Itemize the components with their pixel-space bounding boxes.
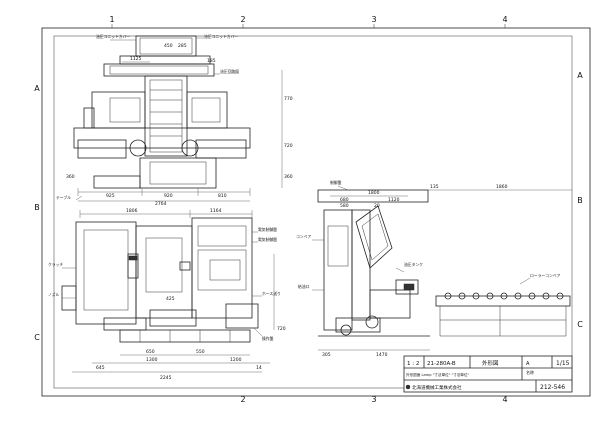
top-callout-3: 油圧回路図	[220, 69, 239, 74]
top-dim-285: 285	[178, 43, 187, 49]
side-callout-2: コンベア	[296, 234, 311, 239]
front-dim-1806: 1806	[126, 208, 138, 214]
title-company: 北海道機械工業株式会社	[412, 384, 462, 391]
top-dim-185: 185	[207, 58, 216, 64]
side-dim-1860: 1860	[496, 184, 508, 190]
front-dim-1164: 1164	[210, 208, 222, 214]
top-dim-810: 810	[218, 193, 227, 199]
top-dim-2764: 2764	[155, 201, 167, 207]
col-label-3-bottom: 3	[371, 395, 376, 404]
row-label-b-right: B	[577, 196, 583, 205]
top-dim-770: 770	[284, 96, 293, 102]
title-scale: 1 : 2	[407, 361, 419, 367]
title-drawing-no: 21-280A-B	[427, 361, 456, 367]
front-callout-3: ホース送り	[262, 291, 281, 296]
row-label-a: A	[34, 84, 40, 93]
top-callout-1: 油圧ユニットカバー	[96, 34, 130, 39]
title-footer-text: 外形図面 Lamp "寸法単位" "寸法単位"	[406, 372, 469, 377]
conveyor-callout: ローラーコンベア	[530, 273, 561, 278]
front-dim-425: 425	[166, 296, 175, 302]
front-dim-2245: 2245	[160, 375, 172, 381]
side-dim-580: 580	[340, 203, 349, 209]
title-name: 外形図	[482, 359, 499, 367]
front-view: 1806 1164 650 550 1300 1200 645 2245 14 …	[48, 208, 286, 381]
title-sheet: 1/15	[556, 360, 570, 367]
inner-border	[53, 35, 573, 389]
top-dim-920: 920	[164, 193, 173, 199]
top-dim-720: 720	[284, 143, 293, 149]
top-callout-4: テーブル	[56, 195, 71, 200]
front-callout-4: クラッチ	[48, 262, 63, 267]
top-dim-925: 925	[106, 193, 115, 199]
col-label-4-bottom: 4	[502, 395, 507, 404]
front-dim-550: 550	[196, 349, 205, 355]
front-callout-6: 操作盤	[262, 336, 274, 341]
side-dim-1470: 1470	[376, 352, 388, 358]
side-dim-1120: 1120	[388, 197, 400, 203]
front-dim-1200: 1200	[230, 357, 242, 363]
top-dim-1125: 1125	[130, 56, 142, 62]
title-block: 1 : 2 21-280A-B 外形図 A 1/15 外形図面 Lamp "寸法…	[403, 355, 573, 393]
title-model-label: 名称	[526, 369, 534, 375]
side-dim-20: 20	[374, 203, 380, 209]
col-label-3: 3	[371, 15, 376, 24]
front-dim-1300: 1300	[146, 357, 158, 363]
title-revision: A	[526, 361, 530, 367]
front-callout-2: 電気制御盤	[258, 237, 277, 242]
col-label-4: 4	[502, 15, 507, 24]
top-view: 1125 450 285 185 925 920 810 2764 770 72…	[56, 34, 293, 207]
row-label-b: B	[34, 203, 40, 212]
front-dim-14: 14	[256, 365, 262, 371]
row-label-c-right: C	[577, 320, 583, 329]
front-dim-720: 720	[277, 326, 286, 332]
side-view: 1800 680 1120 580 20 305 1470 135 1860 制…	[296, 180, 572, 358]
side-dim-305: 305	[322, 352, 331, 358]
side-dim-135: 135	[430, 184, 439, 190]
title-part-code: 212-546	[540, 384, 565, 391]
front-callout-5: ノズル	[48, 292, 60, 297]
front-dim-650: 650	[146, 349, 155, 355]
side-dim-680: 680	[340, 197, 349, 203]
side-callout-1: 制御盤	[330, 180, 342, 185]
row-label-c: C	[34, 333, 40, 342]
row-label-a-right: A	[577, 71, 583, 80]
top-dim-450: 450	[164, 43, 173, 49]
top-dim-360b: 360	[66, 174, 75, 180]
side-callout-3: 給油口	[298, 284, 310, 289]
top-dim-360a: 360	[284, 174, 293, 180]
outer-border	[41, 27, 591, 397]
side-callout-4: 油圧タンク	[404, 262, 423, 267]
col-label-1: 1	[109, 15, 114, 24]
front-dim-645: 645	[96, 365, 105, 371]
top-callout-2: 油圧ユニットカバー	[204, 34, 238, 39]
side-dim-1800: 1800	[368, 190, 380, 196]
front-callout-1: 電気制御盤	[258, 227, 277, 232]
col-label-2: 2	[240, 15, 245, 24]
col-label-2-bottom: 2	[240, 395, 245, 404]
